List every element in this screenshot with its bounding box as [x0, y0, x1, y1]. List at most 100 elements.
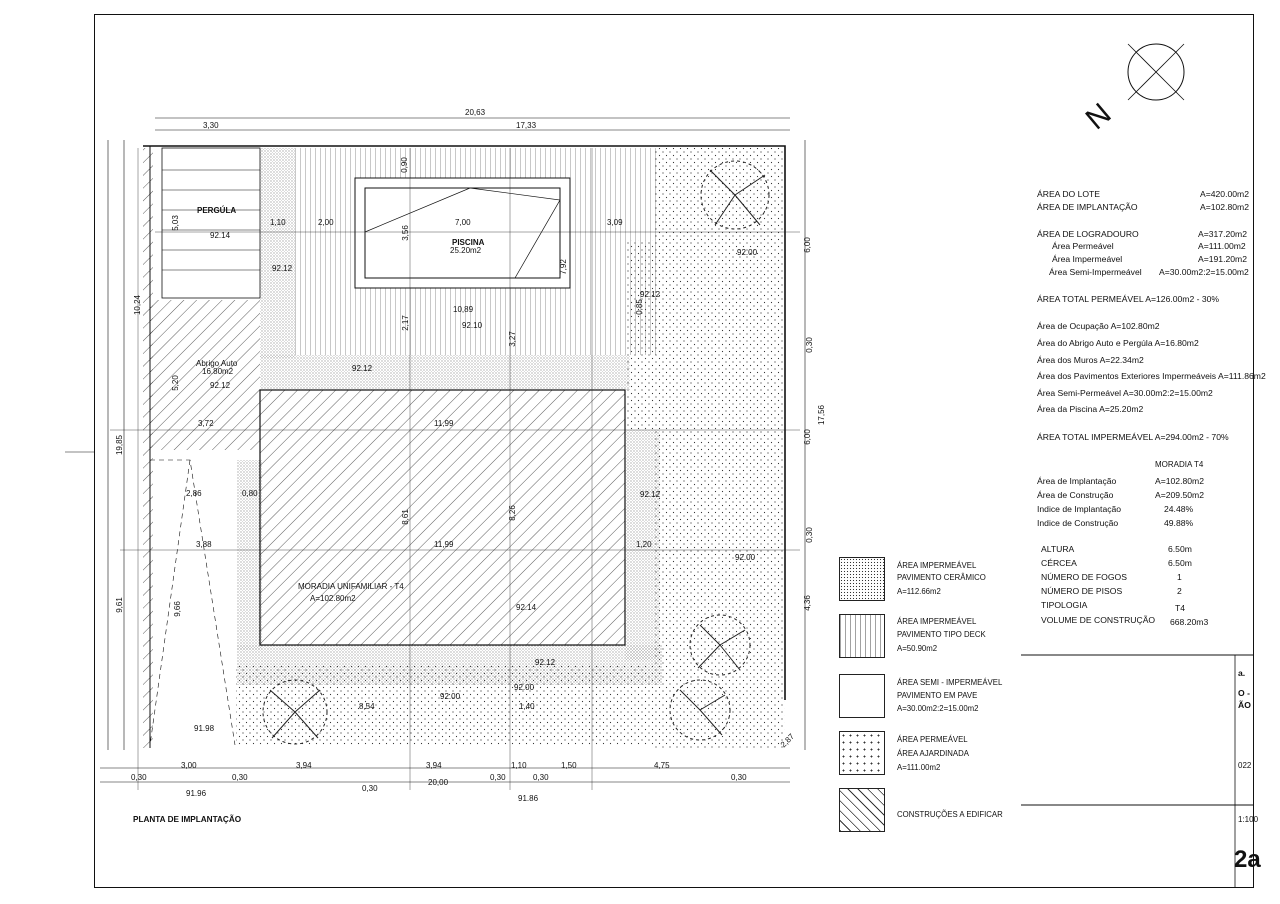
dim-int-13: 1,40: [519, 702, 535, 711]
level-5: 92.12: [352, 364, 373, 373]
legend-swatch-ceramic: [839, 557, 885, 601]
titleblock-scale: 1:100: [1238, 815, 1259, 824]
summary-impermeavel: A=191.20m2: [1198, 254, 1247, 264]
level-15: 91.86: [518, 794, 539, 803]
summary-semi: A=30.00m2:2=15.00m2: [1159, 267, 1249, 277]
dim-left-inner: 9,66: [172, 601, 182, 617]
level-3: 92.00: [737, 248, 758, 257]
legend-pave-3: A=30.00m2:2=15.00m2: [897, 704, 979, 713]
garden-area-east: [655, 148, 785, 748]
dim-top-total: 20,63: [465, 108, 486, 117]
dim-int-6: 11,99: [434, 419, 454, 428]
level-12: 92.00: [514, 683, 535, 692]
legend-garden-2: ÁREA AJARDINADA: [897, 749, 969, 758]
level-1: 92.12: [272, 264, 293, 273]
dim-b-2: 0,30: [232, 773, 248, 782]
legend-deck-2: PAVIMENTO TIPO DECK: [897, 630, 986, 639]
dim-bottom-inner: 0,30: [362, 784, 378, 793]
dim-int-23: 0,85: [634, 299, 644, 315]
dim-int-16: 3,56: [400, 225, 410, 241]
param-4-value: T4: [1175, 603, 1186, 613]
moradia-row-0-label: Área de Implantação: [1037, 476, 1117, 486]
dim-int-10: 11,99: [434, 540, 454, 549]
dim-b-4: 3,94: [426, 761, 442, 770]
param-3-label: NÚMERO DE PISOS: [1041, 586, 1123, 596]
titleblock-frag-4: 022: [1238, 761, 1252, 770]
ceramic-paving-side: [237, 460, 262, 650]
summary-area-lote: A=420.00m2: [1200, 189, 1249, 199]
dim-b-1: 3,00: [181, 761, 197, 770]
summary-permeavel-label: Área Permeável: [1052, 241, 1114, 251]
titleblock-frag-2: O -: [1238, 688, 1250, 698]
param-3-value: 2: [1177, 586, 1182, 596]
pergola-slats: [162, 169, 260, 271]
dim-int-15: 5,03: [170, 215, 180, 231]
legend-deck-1: ÁREA IMPERMEÁVEL: [897, 617, 977, 626]
label-pergola: PERGÚLA: [197, 206, 237, 215]
param-5-label: VOLUME DE CONSTRUÇÃO: [1041, 615, 1156, 625]
dim-right-a: 6,00: [802, 237, 812, 253]
moradia-row-1-label: Área de Construção: [1037, 490, 1114, 500]
dim-int-18: 2,17: [400, 315, 410, 331]
moradia-row-2-value: 24.48%: [1164, 504, 1194, 514]
label-moradia: MORADIA UNIFAMILIAR - T4: [298, 582, 404, 591]
param-1-label: CÉRCEA: [1041, 558, 1077, 568]
param-5-value: 668.20m3: [1170, 617, 1209, 627]
dim-int-14: 5,20: [170, 375, 180, 391]
abrigo-auto-hatch: [150, 300, 260, 450]
param-1-value: 6.50m: [1168, 558, 1192, 568]
pergola-frame: [161, 147, 261, 299]
summary-pavimentos: Área dos Pavimentos Exteriores Impermeáv…: [1037, 371, 1266, 381]
driveway-dashed-2: [149, 459, 191, 746]
ceramic-paving-west: [260, 148, 295, 358]
level-2: 92.12: [210, 381, 231, 390]
dim-b-6: 1,10: [511, 761, 527, 770]
dim-b-9: 4,75: [654, 761, 670, 770]
dim-b-3: 3,94: [296, 761, 312, 770]
label-piscina-area: 25.20m2: [450, 246, 482, 255]
label-piscina: PISCINA: [452, 238, 485, 247]
level-10: 92.12: [640, 290, 661, 299]
north-circle-icon: [1127, 43, 1185, 101]
param-4-label: TIPOLOGIA: [1041, 600, 1088, 610]
level-9: 92.14: [516, 603, 537, 612]
legend-ceramic-1: ÁREA IMPERMEÁVEL: [897, 561, 977, 570]
titleblock-frag-1: a.: [1238, 668, 1246, 678]
dim-int-22: 0,90: [399, 157, 409, 173]
legend-pave-1: ÁREA SEMI - IMPERMEÁVEL: [897, 678, 1003, 687]
moradia-table-header: MORADIA T4: [1155, 460, 1204, 469]
dim-int-4: 10,89: [453, 305, 474, 314]
label-abrigo: Abrigo Auto: [196, 359, 238, 368]
summary-piscina: Área da Piscina A=25.20m2: [1037, 404, 1144, 414]
dim-right-c: 6,00: [802, 429, 812, 445]
dim-b-10: 0,30: [731, 773, 747, 782]
label-abrigo-area: 16.80m2: [202, 367, 234, 376]
moradia-row-2-label: Indice de Implantação: [1037, 504, 1122, 514]
dim-int-20: 8,61: [400, 509, 410, 525]
dim-top-left: 3,30: [203, 121, 219, 130]
dim-top-right: 17,33: [516, 121, 537, 130]
legend-ceramic-3: A=112.66m2: [897, 587, 941, 596]
dim-int-7: 2,86: [186, 489, 202, 498]
grid-lines: [110, 148, 800, 790]
param-2-label: NÚMERO DE FOGOS: [1041, 572, 1127, 582]
param-0-label: ALTURA: [1041, 544, 1075, 554]
dim-int-8: 0,80: [242, 489, 258, 498]
house-outline: [259, 389, 626, 646]
dim-int-12: 8,54: [359, 702, 375, 711]
legend-swatch-deck: [839, 614, 885, 658]
dim-right-f: 0,30: [804, 527, 814, 543]
dim-int-21: 8,26: [507, 505, 517, 521]
level-7: 92.12: [535, 658, 556, 667]
ceramic-paving-east: [625, 430, 660, 660]
summary-logradouro-label: ÁREA DE LOGRADOURO: [1037, 229, 1139, 239]
legend-swatch-construction: [839, 788, 885, 832]
legend-swatch-garden: [839, 731, 885, 775]
dim-left-upper: 10,24: [133, 294, 143, 316]
dim-b-5: 0,30: [490, 773, 506, 782]
dim-b-7: 0,30: [533, 773, 549, 782]
dim-int-5: 3,72: [198, 419, 214, 428]
dim-int-17: 7,92: [558, 259, 568, 275]
ceramic-paving-terrace: [260, 355, 630, 390]
summary-logradouro: A=317.20m2: [1198, 229, 1247, 239]
